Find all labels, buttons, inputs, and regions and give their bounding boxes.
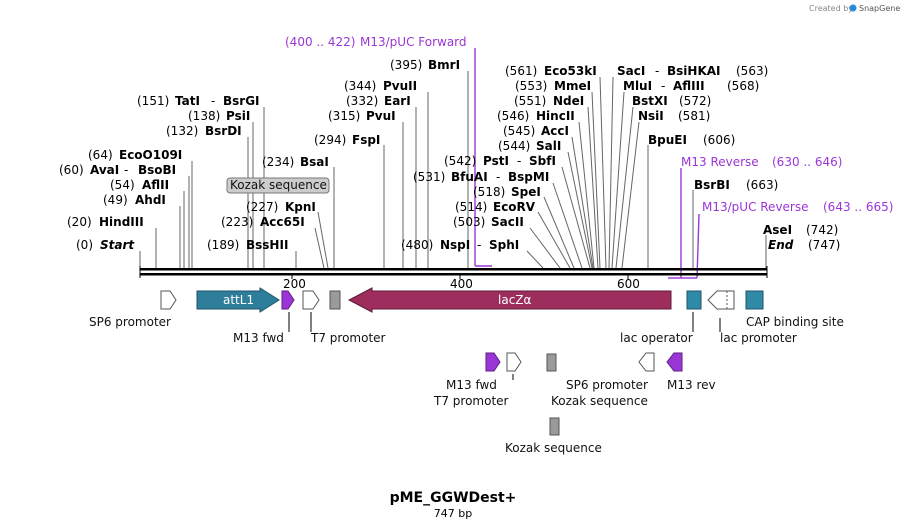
site-hincii: (546) HincII xyxy=(497,105,575,124)
site-ecoo109i: (64) EcoO109I xyxy=(88,144,182,163)
site-mmei: (553) MmeI xyxy=(515,75,591,94)
ruler-tick-200: 200 xyxy=(283,277,306,291)
feature-lacza: lacZα xyxy=(347,287,672,313)
feature-sp6-promoter-2 xyxy=(638,352,655,372)
site-aflii: (54) AflII xyxy=(110,174,169,193)
site-eco53ki: (561) Eco53kI SacI - BsiHKAI (563) xyxy=(505,60,768,79)
site-ecorv: (514) EcoRV xyxy=(455,196,536,215)
ruler-tick-400: 400 xyxy=(450,277,473,291)
site-psti: (542) PstI - SbfI xyxy=(444,150,556,169)
site-psii: (138) PsiI xyxy=(188,105,250,124)
site-nspi: (480) NspI - SphI xyxy=(401,234,519,253)
label-m13-rev: M13 rev xyxy=(667,378,716,392)
feature-cap-binding-site xyxy=(745,290,764,310)
site-pvuii: (344) PvuII xyxy=(344,75,417,94)
site-bsrdi: (132) BsrDI xyxy=(166,120,242,139)
site-mlui: MluI - AflIII (568) xyxy=(623,75,759,94)
label-sp6-promoter-2: SP6 promoter xyxy=(566,378,648,392)
feature-m13-fwd-2 xyxy=(485,352,501,372)
snapgene-logo-icon xyxy=(849,4,857,12)
site-sacii: (503) SacII xyxy=(453,211,524,230)
feature-lac-operator xyxy=(686,290,702,310)
site-spei: (518) SpeI xyxy=(473,181,541,200)
feature-attl1: attL1 xyxy=(196,287,280,313)
credit-text: Created by xyxy=(809,4,853,13)
site-pvui: (315) PvuI xyxy=(328,105,396,124)
site-bsrbi: BsrBI (663) xyxy=(694,174,778,193)
label-kozak-sequence-3: Kozak sequence xyxy=(505,441,602,455)
svg-text:lacZα: lacZα xyxy=(498,293,532,307)
label-cap-binding-site: CAP binding site xyxy=(746,315,844,329)
site-fspi: (294) FspI xyxy=(314,129,380,148)
feature-m13-fwd xyxy=(281,290,295,310)
site-avai: (60) AvaI - BsoBI xyxy=(59,159,176,178)
map-length: 747 bp xyxy=(434,507,472,520)
site-acc65i: (223) Acc65I xyxy=(221,211,305,230)
backbone xyxy=(139,266,768,279)
brand-text: SnapGene xyxy=(859,4,900,13)
primer-m13-puc-reverse: M13/pUC Reverse (643 .. 665) xyxy=(702,196,893,215)
feature-t7-promoter-2 xyxy=(506,352,522,372)
primer-markers xyxy=(474,48,700,279)
site-tati: (151) TatI - BsrGI xyxy=(137,90,260,109)
site-ndei: (551) NdeI xyxy=(514,90,584,109)
site-nsii: NsiI (581) xyxy=(638,105,710,124)
map-title: pME_GGWDest+ xyxy=(390,490,517,506)
site-asei: AseI (742) xyxy=(763,219,838,238)
feature-sp6-promoter xyxy=(160,290,177,310)
feature-kozak-sequence-3 xyxy=(549,417,560,436)
site-acci: (545) AccI xyxy=(503,120,569,139)
label-t7-promoter: T7 promoter xyxy=(310,331,386,345)
site-bpuei: BpuEI (606) xyxy=(648,129,735,148)
label-t7-promoter-2: T7 promoter xyxy=(433,394,509,408)
svg-text:Kozak sequence: Kozak sequence xyxy=(230,178,327,192)
svg-text:attL1: attL1 xyxy=(223,293,254,307)
site-kpni: (227) KpnI xyxy=(246,196,316,215)
site-bmri: (395) BmrI xyxy=(390,54,460,73)
site-eari: (332) EarI xyxy=(346,90,411,109)
site-hindiii: (20) HindIII xyxy=(67,211,144,230)
label-kozak-sequence-2: Kozak sequence xyxy=(551,394,648,408)
site-start: (0) Start xyxy=(76,234,135,253)
site-bstxi: BstXI (572) xyxy=(632,90,711,109)
label-m13-fwd-2: M13 fwd xyxy=(446,378,497,392)
label-lac-promoter: lac promoter xyxy=(720,331,797,345)
primer-m13-puc-forward: (400 .. 422) M13/pUC Forward xyxy=(285,31,467,50)
label-m13-fwd: M13 fwd xyxy=(233,331,284,345)
feature-t7-promoter xyxy=(302,290,320,310)
site-sali: (544) SalI xyxy=(498,135,561,154)
feature-m13-rev xyxy=(666,352,683,372)
ruler-tick-600: 600 xyxy=(617,277,640,291)
kozak-callout: Kozak sequence xyxy=(226,177,330,194)
site-leaders xyxy=(139,71,767,269)
site-ahdi: (49) AhdI xyxy=(103,189,166,208)
primer-m13-reverse: M13 Reverse (630 .. 646) xyxy=(681,151,842,170)
feature-lac-promoter xyxy=(707,290,735,310)
site-end: End (747) xyxy=(768,234,840,253)
site-bfuai: (531) BfuAI - BspMI xyxy=(413,166,549,185)
feature-kozak-sequence xyxy=(329,290,341,310)
site-bsai: (234) BsaI xyxy=(262,151,329,170)
site-bsshii: (189) BssHII xyxy=(207,234,288,253)
label-sp6-promoter: SP6 promoter xyxy=(89,315,171,329)
label-lac-operator: lac operator xyxy=(620,331,693,345)
feature-kozak-sequence-2 xyxy=(546,353,557,372)
